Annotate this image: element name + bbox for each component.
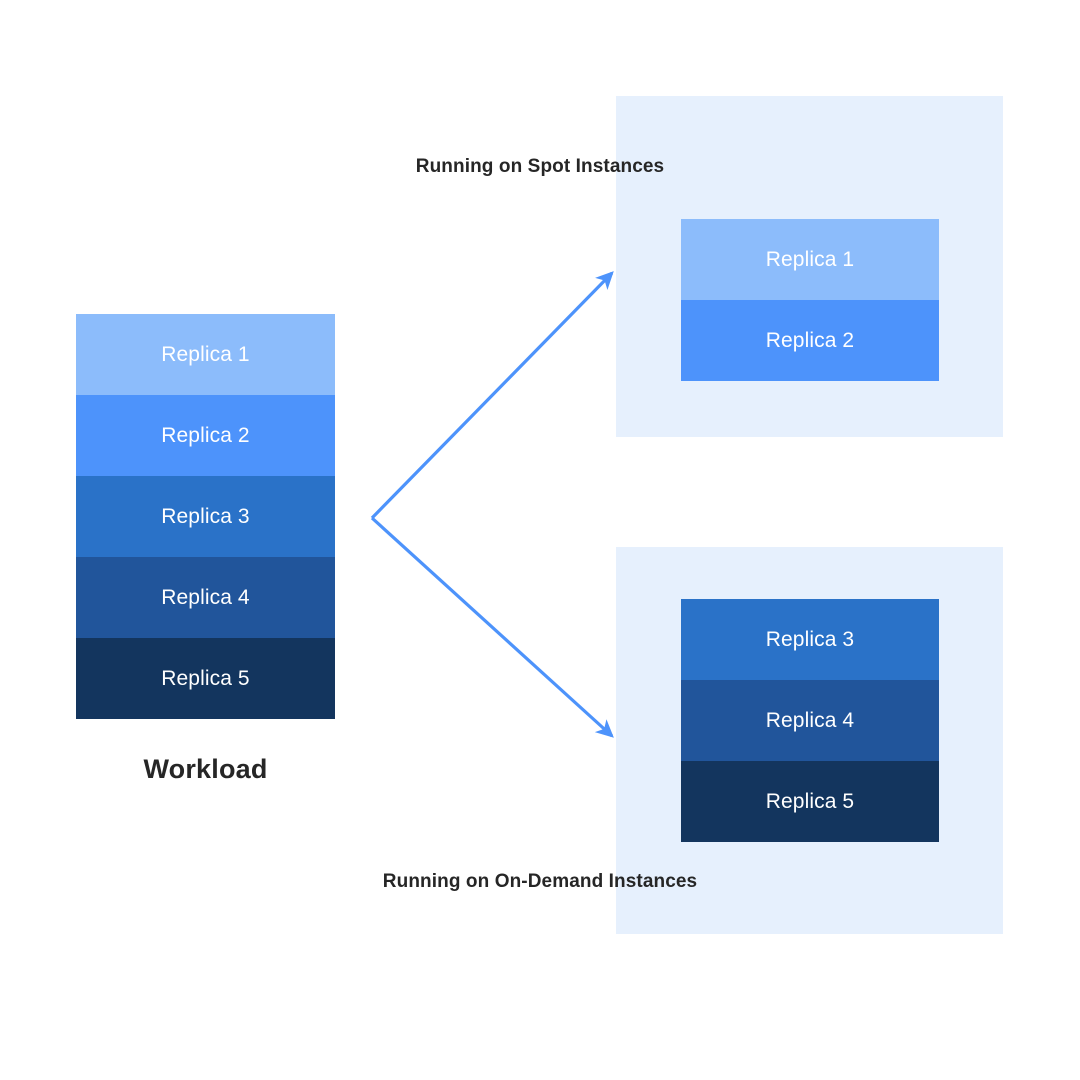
ondemand-replica-stack: Replica 3 Replica 4 Replica 5 xyxy=(681,599,939,842)
replica-label: Replica 4 xyxy=(161,586,250,609)
replica-label: Replica 3 xyxy=(161,505,250,528)
workload-group: Replica 1 Replica 2 Replica 3 Replica 4 Repl… xyxy=(76,314,335,784)
ondemand-replica-3: Replica 5 xyxy=(681,761,939,842)
replica-label: Replica 1 xyxy=(161,343,250,366)
replica-label: Replica 4 xyxy=(765,709,855,732)
workload-caption: Workload xyxy=(143,754,268,784)
arrow-to-spot-icon xyxy=(370,271,614,520)
spot-replica-stack: Replica 1 Replica 2 xyxy=(681,219,939,381)
workload-replica-5: Replica 5 xyxy=(76,638,335,719)
replica-label: Replica 1 xyxy=(765,248,855,271)
replica-label: Replica 3 xyxy=(765,628,855,651)
replica-label: Replica 5 xyxy=(765,790,855,813)
spot-replica-2: Replica 2 xyxy=(681,300,939,381)
ondemand-replica-2: Replica 4 xyxy=(681,680,939,761)
replica-label: Replica 2 xyxy=(161,424,250,447)
spot-panel-title: Running on Spot Instances xyxy=(415,156,665,177)
replica-label: Replica 2 xyxy=(765,329,855,352)
workload-replica-3: Replica 3 xyxy=(76,476,335,557)
spot-replica-1: Replica 1 xyxy=(681,219,939,300)
ondemand-panel-title: Running on On-Demand Instances xyxy=(382,871,698,892)
ondemand-replica-1: Replica 3 xyxy=(681,599,939,680)
replica-label: Replica 5 xyxy=(161,667,250,690)
workload-replica-1: Replica 1 xyxy=(76,314,335,395)
workload-replica-stack: Replica 1 Replica 2 Replica 3 Replica 4 Repl… xyxy=(76,314,335,719)
workload-replica-2: Replica 2 xyxy=(76,395,335,476)
arrow-to-ondemand-icon xyxy=(370,516,614,738)
workload-replica-4: Replica 4 xyxy=(76,557,335,638)
